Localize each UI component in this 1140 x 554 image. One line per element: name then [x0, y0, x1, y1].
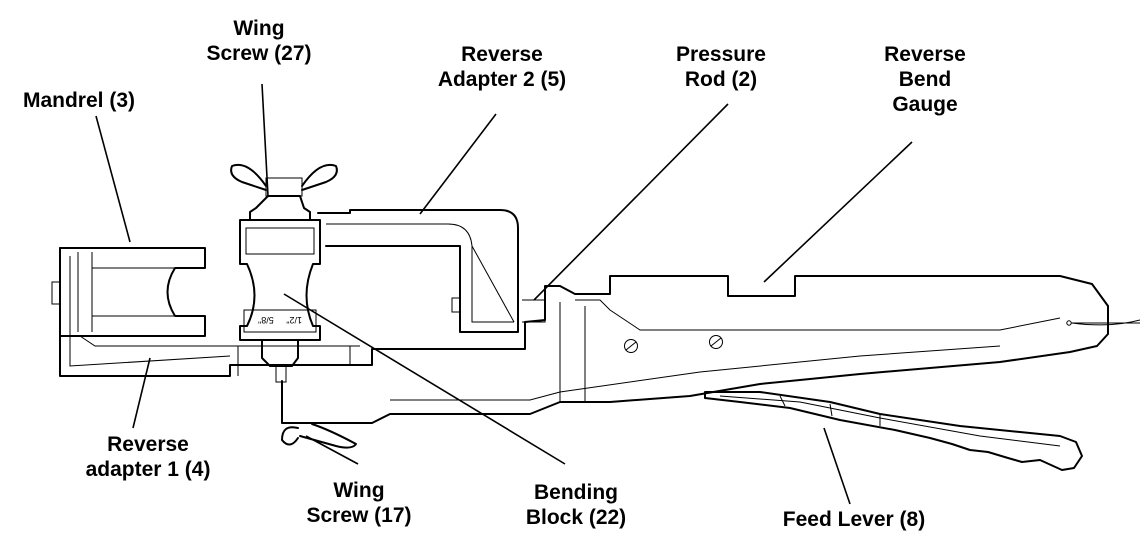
label-pressure-rod: Pressure Rod (2)	[676, 43, 766, 91]
bender-body-lower-line	[390, 345, 1001, 401]
leader-pressure-rod	[533, 103, 729, 301]
leader-reverse-bend-gauge	[763, 141, 913, 283]
wing-screw-17	[261, 339, 299, 367]
bender-body-outline	[281, 275, 1109, 424]
body-screw-1	[624, 339, 638, 353]
label-wing-screw-17: Wing Screw (17)	[306, 479, 412, 527]
leader-reverse-adapter-1	[132, 357, 151, 429]
leader-wing-screw-27	[261, 83, 269, 197]
label-bending-block: Bending Block (22)	[525, 481, 627, 529]
pressure-rod-outline	[522, 299, 546, 323]
feed-lever-outline	[704, 391, 1083, 471]
block-size-right: 5/8"	[258, 315, 274, 325]
reverse-adapter-2-outline	[317, 209, 519, 333]
block-size-marking: 1/2" 5/8"	[250, 312, 310, 328]
leader-wing-screw-17	[305, 435, 359, 465]
bending-block-outline	[239, 219, 321, 341]
label-mandrel: Mandrel (3)	[22, 89, 135, 112]
label-reverse-adapter-2: Reverse Adapter 2 (5)	[437, 43, 567, 91]
handle-hole	[1066, 320, 1072, 326]
reverse-adapter-1-outline	[59, 247, 526, 377]
bender-body-inner-line	[575, 299, 1061, 331]
label-wing-screw-27: Wing Screw (27)	[206, 17, 312, 65]
leader-mandrel	[95, 115, 131, 243]
leader-bending-block	[283, 293, 566, 465]
body-screw-2	[709, 335, 723, 349]
label-feed-lever: Feed Lever (8)	[782, 508, 926, 531]
leader-reverse-adapter-2	[419, 113, 497, 215]
mandrel-outline	[59, 247, 206, 337]
leader-feed-lever	[823, 427, 851, 505]
block-size-left: 1/2"	[286, 315, 302, 325]
wing-screw-27	[249, 195, 311, 221]
label-reverse-adapter-1: Reverse adapter 1 (4)	[85, 433, 211, 481]
label-reverse-bend-gauge: Reverse Bend Gauge	[884, 43, 966, 116]
